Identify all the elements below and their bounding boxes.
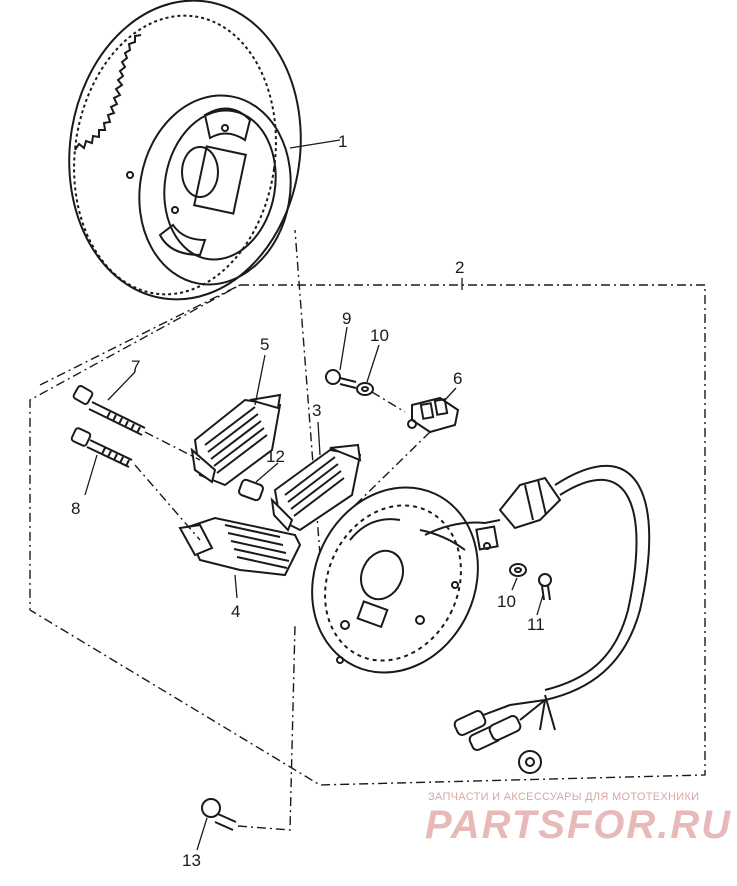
screw-part-9 — [325, 369, 357, 389]
watermark-logo: PARTSFOR.RU — [425, 803, 732, 847]
washer-part-10-bottom — [509, 563, 527, 577]
flywheel-rotor — [68, 0, 302, 301]
callout-4: 4 — [231, 602, 240, 621]
callout-13: 13 — [182, 851, 201, 870]
callout-1: 1 — [338, 132, 347, 151]
screw-part-11 — [538, 573, 552, 601]
callout-8: 8 — [71, 499, 80, 518]
spacer-part-12 — [238, 478, 264, 502]
stator-base-plate — [311, 486, 479, 674]
pickup-part-6 — [407, 396, 460, 434]
callout-2: 2 — [455, 258, 464, 277]
callout-7: 7 — [131, 357, 140, 376]
callout-5: 5 — [260, 335, 269, 354]
coil-part-4 — [178, 516, 302, 577]
coil-part-5 — [190, 393, 282, 487]
callout-6: 6 — [453, 369, 462, 388]
callout-10-top: 10 — [370, 326, 389, 345]
wire-harness — [424, 464, 651, 774]
bolt-part-8 — [70, 427, 133, 468]
callout-9: 9 — [342, 309, 351, 328]
watermark-tagline: ЗАПЧАСТИ И АКСЕССУАРЫ ДЛЯ МОТОТЕХНИКИ — [428, 791, 699, 803]
callout-3: 3 — [312, 401, 321, 420]
bolt-part-7 — [72, 385, 146, 436]
callout-11: 11 — [527, 615, 545, 634]
washer-part-10-top — [356, 382, 374, 396]
screw-part-13 — [201, 798, 237, 831]
callout-12: 12 — [266, 447, 285, 466]
coil-part-3 — [270, 443, 362, 532]
stator-assembly-outline — [29, 284, 706, 786]
callout-10-bottom: 10 — [497, 592, 516, 611]
